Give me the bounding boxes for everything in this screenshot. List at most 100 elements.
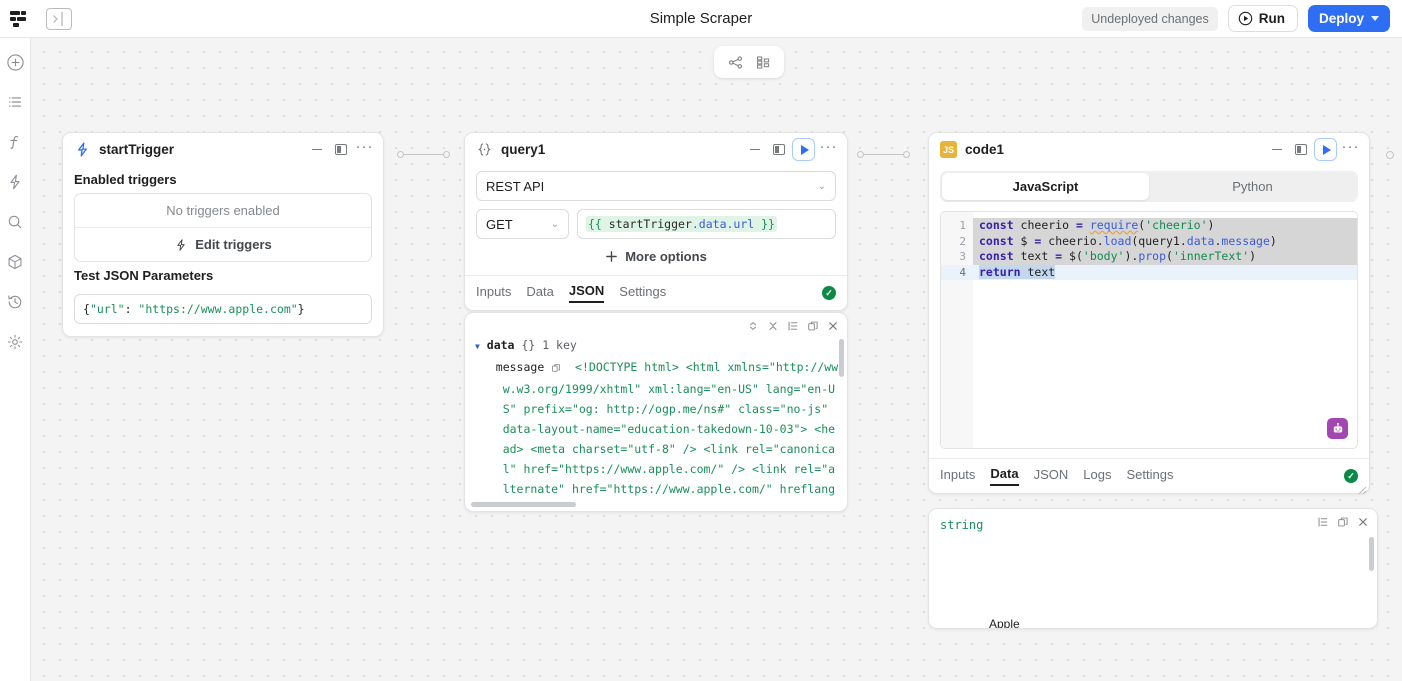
data-viewer-toolbar [1317,516,1369,528]
resource-select[interactable]: REST API ⌄ [476,171,836,201]
json-root-count: 1 key [542,338,577,352]
code-line[interactable]: const text = $('body').prop('innerText') [973,249,1357,265]
test-json-parameters-input[interactable]: {"url": "https://www.apple.com"} [74,294,372,324]
card-header-actions: ··· [306,139,375,160]
tab-data[interactable]: Data [990,466,1018,486]
code-token: $( [1062,249,1083,263]
code-token: return [979,265,1021,279]
code-token: 'cheerio' [1145,218,1207,232]
panel-toggle-icon[interactable] [46,8,72,30]
copy-icon[interactable] [551,359,561,379]
more-options-link[interactable]: More options [465,239,847,275]
card-title: query1 [501,142,545,157]
tab-python[interactable]: Python [1149,173,1356,200]
http-method-value: GET [486,217,513,232]
tab-javascript[interactable]: JavaScript [942,173,1149,200]
deploy-button-label: Deploy [1319,11,1364,26]
collapse-all-icon[interactable] [767,320,779,332]
cube-icon [6,253,24,271]
graph-layout-icon[interactable] [722,51,748,73]
tab-settings[interactable]: Settings [619,284,666,302]
split-view-button[interactable] [330,139,351,160]
workflow-canvas[interactable]: startTrigger ··· Enabled triggers No tri… [31,38,1402,681]
node-card-code1[interactable]: JS code1 ··· JavaScript Python 1 2 3 [928,132,1370,494]
connector-line [404,154,443,155]
data-result-viewer[interactable]: string Apple [928,508,1378,629]
split-view-button[interactable] [1290,139,1311,160]
app-logo-button[interactable] [0,0,38,38]
minimize-button[interactable] [306,139,327,160]
tab-inputs[interactable]: Inputs [940,467,975,485]
card-header-actions: ··· [744,138,839,161]
vertical-scrollbar[interactable] [839,339,844,377]
code-line[interactable]: const cheerio = require('cheerio') [973,218,1357,234]
sidebar-item-history[interactable] [3,290,27,314]
sidebar-item-components-list[interactable] [3,90,27,114]
json-value-row: S" prefix="og: http://ogp.me/ns#" class=… [475,399,837,419]
resize-handle[interactable] [1358,482,1367,491]
code-token: (query1 [1131,234,1179,248]
caret-down-icon: ▼ [475,342,480,351]
edit-triggers-button[interactable]: Edit triggers [75,227,371,261]
json-root-line[interactable]: ▼ data {} 1 key [475,335,837,357]
deploy-button[interactable]: Deploy [1308,5,1390,32]
tab-logs[interactable]: Logs [1083,467,1111,485]
tab-data[interactable]: Data [526,284,553,302]
tab-json[interactable]: JSON [1034,467,1069,485]
run-button[interactable]: Run [1228,5,1298,32]
format-icon[interactable] [1317,516,1329,528]
json-value-row: ad> <meta charset="utf-8" /> <link rel="… [475,439,837,459]
tab-json[interactable]: JSON [569,283,604,303]
horizontal-scrollbar[interactable] [471,502,576,507]
minimize-button[interactable] [744,139,765,160]
close-icon[interactable] [1357,516,1369,528]
expand-collapse-icon[interactable] [747,320,759,332]
json-root-type: {} [521,338,535,352]
more-options-label: More options [625,249,707,264]
run-code-button[interactable] [1314,138,1337,161]
split-view-button[interactable] [768,139,789,160]
more-options-button[interactable]: ··· [354,139,375,160]
more-options-button[interactable]: ··· [1340,139,1361,160]
minimize-button[interactable] [1266,139,1287,160]
format-icon[interactable] [787,320,799,332]
sidebar-item-resources[interactable] [3,250,27,274]
run-query-button[interactable] [792,138,815,161]
code-editor[interactable]: 1 2 3 4 const cheerio = require('cheerio… [940,211,1358,449]
sidebar-item-functions[interactable] [3,130,27,154]
close-icon[interactable] [827,320,839,332]
connector-port-right[interactable] [1386,151,1394,159]
more-options-button[interactable]: ··· [818,139,839,160]
json-child-line[interactable]: message <!DOCTYPE html> <html xmlns="htt… [475,357,837,379]
code-line[interactable]: return text [973,265,1357,281]
code-line[interactable]: const $ = cheerio.load(query1.data.messa… [973,234,1357,250]
node-card-start-trigger[interactable]: startTrigger ··· Enabled triggers No tri… [62,132,384,337]
tree-layout-icon[interactable] [750,51,776,73]
collapse-all-glyph [767,320,779,332]
connector-dot-in [443,151,450,158]
code-token: . [1097,234,1104,248]
json-result-viewer[interactable]: ▼ data {} 1 key message <!DOCTYPE html> … [464,312,848,512]
vertical-scrollbar[interactable] [1369,537,1374,571]
code-text-area[interactable]: const cheerio = require('cheerio')const … [973,212,1357,448]
chevrons-updown-glyph [747,320,759,332]
copy-icon[interactable] [1337,516,1349,528]
ai-assistant-button[interactable] [1327,418,1348,439]
node-card-query1[interactable]: query1 ··· REST API ⌄ GET ⌄ [464,132,848,311]
code-tabbar: Inputs Data JSON Logs Settings ✓ [929,458,1369,493]
code-token: ( [1166,249,1173,263]
edit-triggers-label: Edit triggers [195,237,272,252]
tab-settings[interactable]: Settings [1126,467,1173,485]
connector-line [864,154,903,155]
tpl-prop-data: .data [692,217,727,231]
sidebar-item-search[interactable] [3,210,27,234]
search-icon [6,213,24,231]
tab-inputs[interactable]: Inputs [476,284,511,302]
sidebar-item-settings[interactable] [3,330,27,354]
sidebar-item-add-component[interactable] [3,50,27,74]
sidebar-item-triggers[interactable] [3,170,27,194]
http-method-select[interactable]: GET ⌄ [476,209,569,239]
json-value-line-2: S" prefix="og: http://ogp.me/ns#" class=… [503,402,828,416]
copy-icon[interactable] [807,320,819,332]
url-input[interactable]: {{ startTrigger.data.url }} [577,209,836,239]
